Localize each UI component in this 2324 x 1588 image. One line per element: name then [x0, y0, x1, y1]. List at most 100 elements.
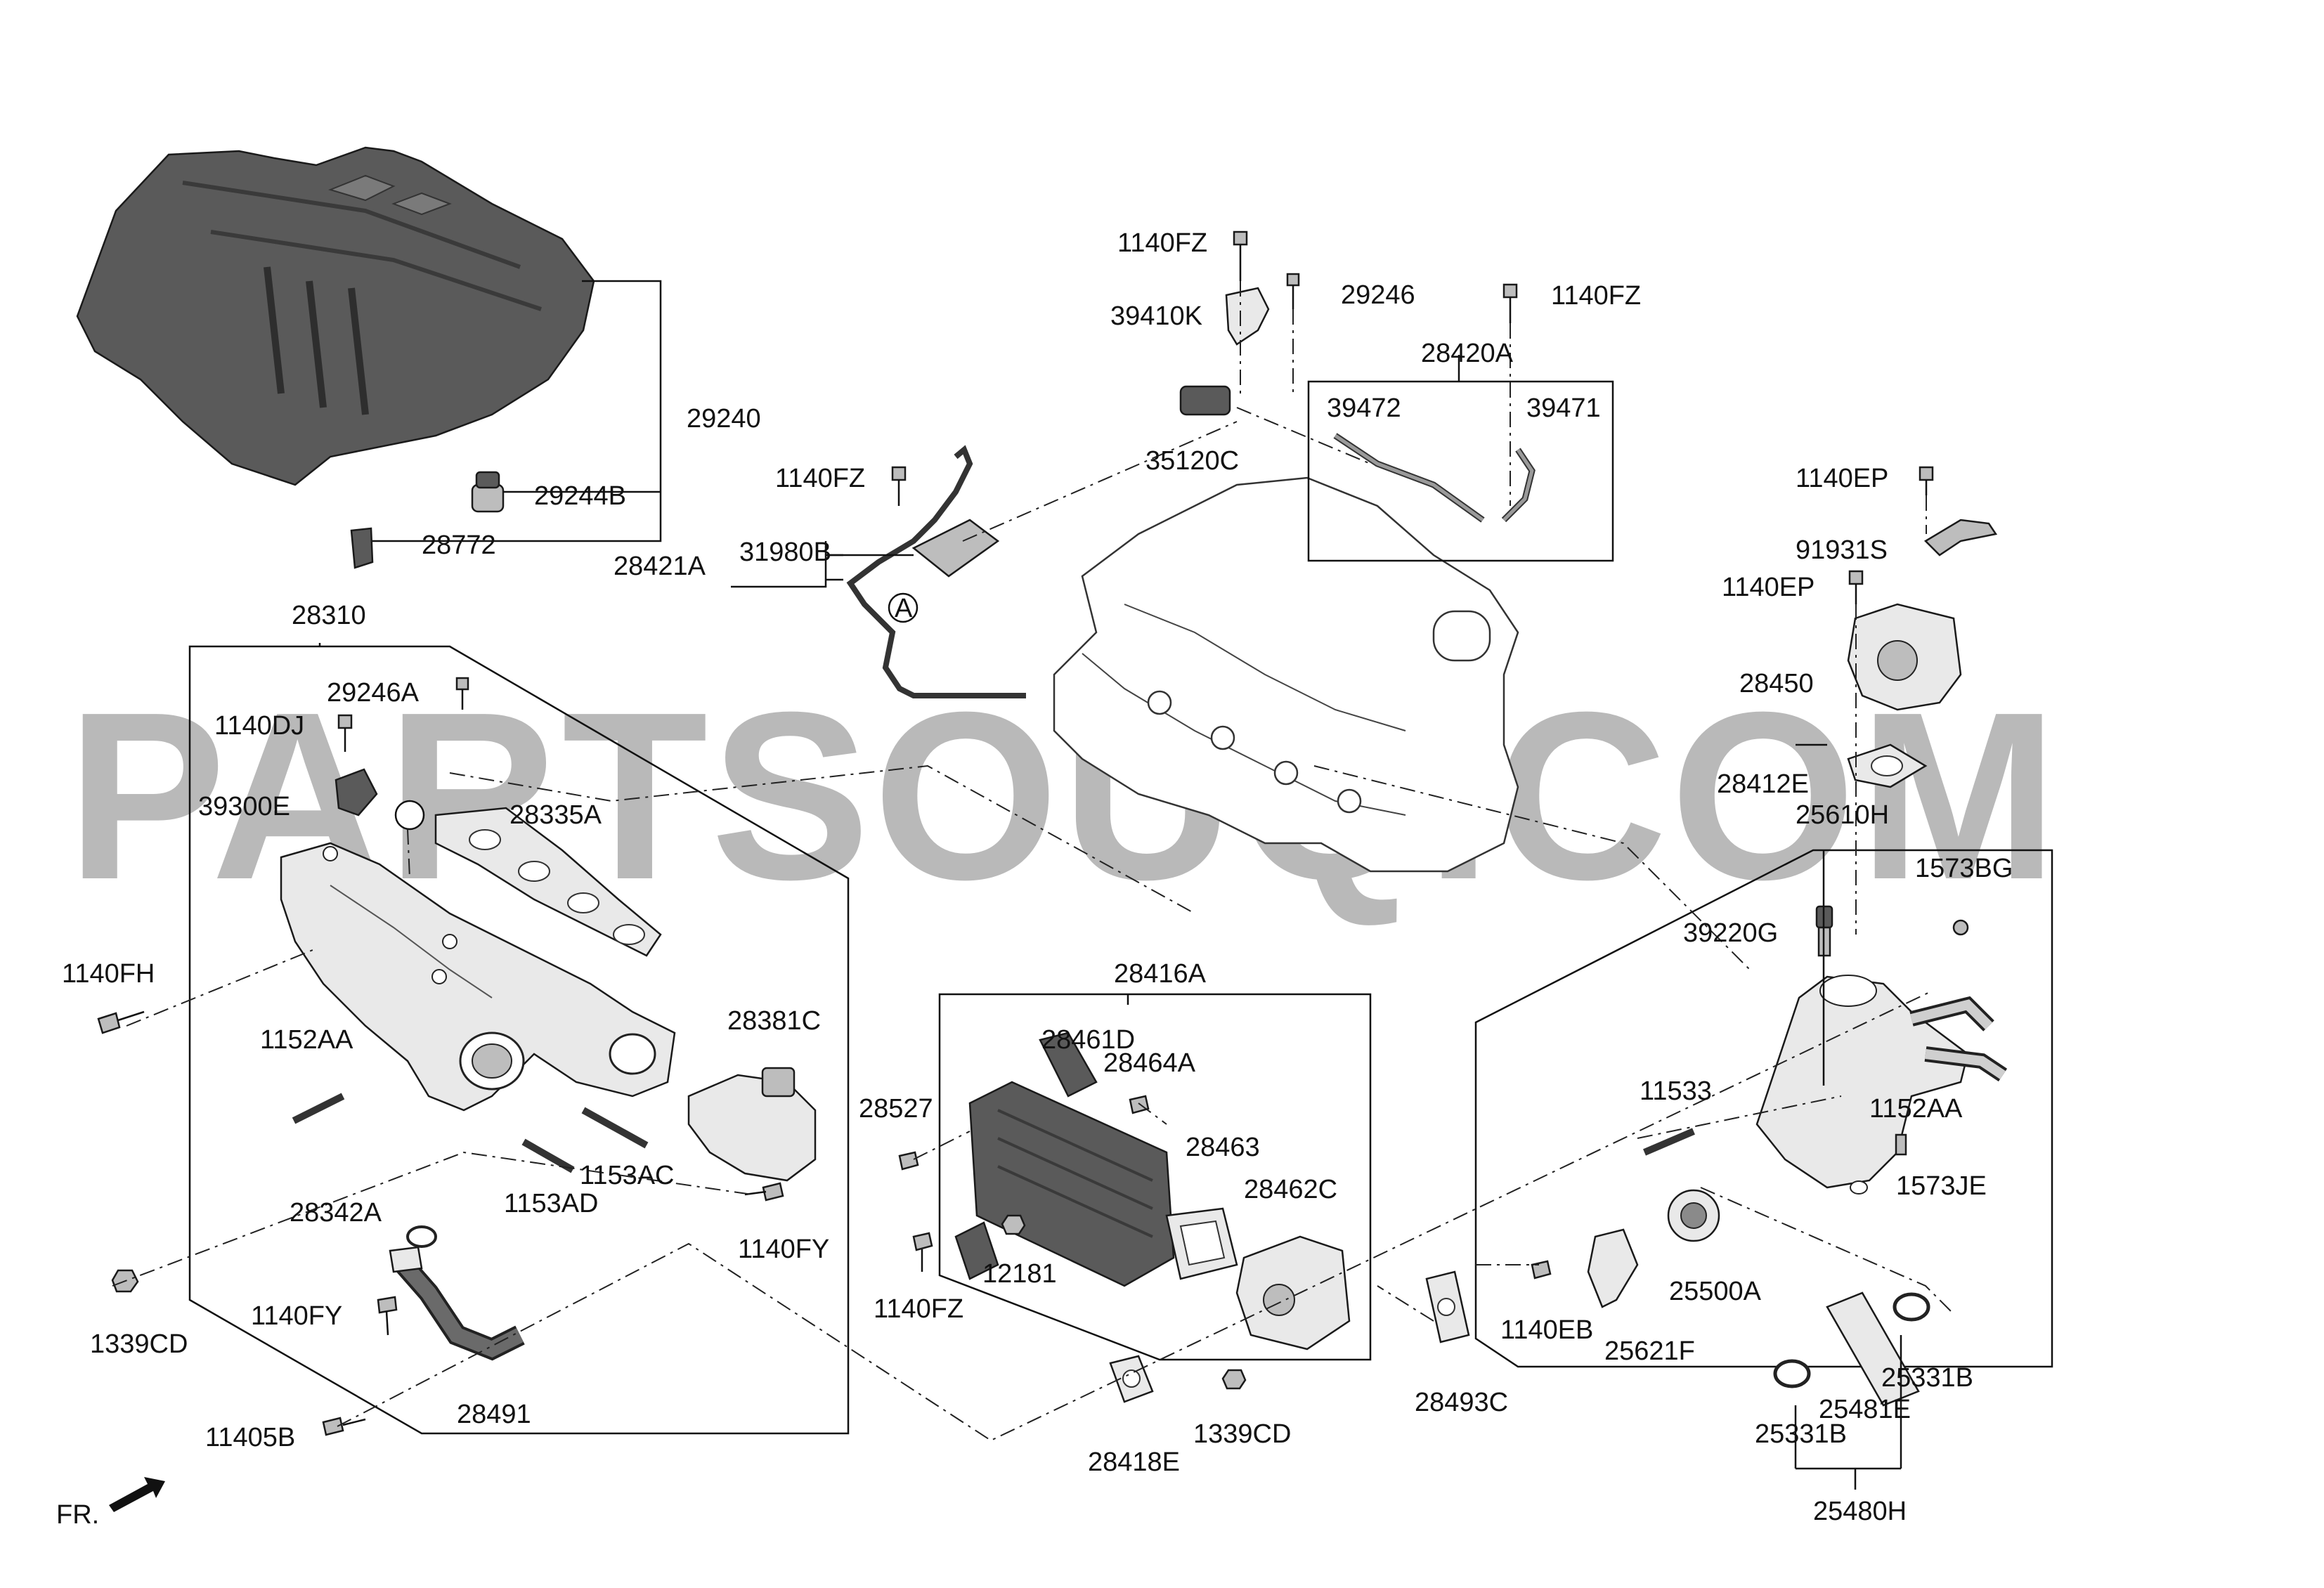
- label-35120C: 35120C: [1145, 446, 1239, 476]
- plug-1573JE-part: [1850, 1180, 1868, 1195]
- label-1140FY-left: 1140FY: [251, 1301, 342, 1331]
- label-1140EP-top: 1140EP: [1796, 464, 1888, 493]
- label-29244B: 29244B: [534, 481, 626, 511]
- label-28461D: 28461D: [1041, 1025, 1135, 1055]
- label-28381C: 28381C: [727, 1006, 821, 1036]
- throttle-28450-part: [1847, 603, 1962, 711]
- label-39300E: 39300E: [198, 792, 290, 821]
- gasket-28493C-part: [1425, 1270, 1470, 1343]
- label-28527: 28527: [859, 1094, 933, 1124]
- thermostat-25500A-part: [1667, 1189, 1720, 1242]
- label-1152AA-right: 1152AA: [1869, 1094, 1963, 1124]
- egr-valve-28462C-part: [1235, 1235, 1351, 1351]
- leader-groups: [1127, 355, 1460, 1005]
- label-28416A: 28416A: [1114, 959, 1207, 989]
- actuator-28381C-part: [687, 1067, 817, 1182]
- nut-12181-part: [1001, 1214, 1026, 1235]
- label-28420A: 28420A: [1421, 339, 1514, 368]
- label-12181: 12181: [982, 1259, 1057, 1289]
- pipe-28491-part: [389, 1246, 525, 1361]
- pipe-39472-part: [1333, 433, 1485, 523]
- label-28464A: 28464A: [1103, 1048, 1196, 1078]
- label-28412E: 28412E: [1717, 769, 1809, 799]
- bolt-1140FH-part: [97, 1010, 145, 1034]
- label-28342A: 28342A: [290, 1198, 382, 1228]
- label-25610H: 25610H: [1796, 800, 1889, 830]
- label-1153AD: 1153AD: [504, 1189, 599, 1218]
- bolt-1140DJ-part: [337, 714, 353, 752]
- label-1153AC: 1153AC: [580, 1161, 675, 1190]
- bolt-1140FZ-top: [1233, 230, 1248, 281]
- egr-cooler-part: [954, 1031, 1175, 1287]
- label-28493C: 28493C: [1415, 1388, 1508, 1417]
- cylinder-head-part: [1053, 476, 1519, 873]
- bolt-29246A-part: [455, 677, 469, 710]
- leader-25480H: [1794, 1335, 1902, 1490]
- label-28463: 28463: [1186, 1133, 1260, 1162]
- label-39471: 39471: [1526, 393, 1601, 423]
- label-11405B: 11405B: [205, 1423, 295, 1452]
- bolt-1140FY-left: [377, 1296, 398, 1336]
- label-31980B: 31980B: [739, 538, 831, 567]
- label-28421A: 28421A: [614, 552, 706, 581]
- bracket-39410K-part: [1225, 287, 1270, 346]
- label-29246: 29246: [1341, 280, 1415, 310]
- label-front-direction: FR.: [56, 1500, 99, 1530]
- plug-1573BG-part: [1952, 919, 1969, 936]
- label-1339CD-right: 1339CD: [1193, 1419, 1291, 1449]
- group-25610H-box: [1474, 849, 2053, 1368]
- label-1140FH: 1140FH: [62, 959, 155, 989]
- pin-1153AD-part: [521, 1138, 575, 1173]
- pin-1152AA-right: [1895, 1133, 1907, 1156]
- hose-25481E-part: [1826, 1291, 1920, 1407]
- front-direction-arrow-icon: [109, 1477, 165, 1512]
- bolt-11405B-part: [322, 1417, 366, 1436]
- nut-1339CD-right: [1221, 1369, 1247, 1390]
- bolt-28527-part: [898, 1151, 919, 1171]
- clamp-25331B-lower: [1773, 1359, 1811, 1388]
- label-1140FZ-left: 1140FZ: [775, 464, 865, 493]
- group-28310-box: [188, 645, 850, 1435]
- label-1140FZ-bottom: 1140FZ: [874, 1294, 963, 1324]
- label-29246A: 29246A: [327, 678, 420, 708]
- callout-marker-circle-2: [394, 800, 425, 831]
- sensor-35120C-part: [1179, 385, 1231, 416]
- label-39220G: 39220G: [1683, 918, 1778, 948]
- label-1140DJ: 1140DJ: [214, 711, 304, 741]
- alignment-lines: [112, 281, 1954, 1442]
- tube-31980B-part: [846, 445, 1026, 698]
- label-1573JE: 1573JE: [1896, 1171, 1987, 1201]
- leader-25610H: [1796, 743, 1827, 1086]
- group-28420A-box: [1307, 380, 1614, 562]
- pin-1153AC-part: [581, 1107, 649, 1149]
- label-1140EP-mid: 1140EP: [1722, 573, 1815, 602]
- label-1339CD-left: 1339CD: [90, 1329, 188, 1359]
- callout-marker-circle: [888, 592, 918, 623]
- housing-25621F-part: [1587, 1228, 1639, 1308]
- label-25331B-left: 25331B: [1755, 1419, 1847, 1449]
- label-29240: 29240: [687, 404, 761, 434]
- group-28416A-box: [938, 993, 1372, 1361]
- label-28310: 28310: [292, 601, 366, 630]
- cover-grommet-part: [471, 471, 505, 513]
- sensor-39300E-part: [335, 768, 378, 816]
- bolt-29246-part: [1286, 273, 1300, 309]
- label-1573BG: 1573BG: [1915, 854, 2013, 883]
- bolt-1140FZ-left: [891, 466, 907, 506]
- label-1140FY-right: 1140FY: [738, 1235, 829, 1264]
- label-25621F: 25621F: [1604, 1336, 1695, 1366]
- bolt-1140FZ-right: [1502, 283, 1518, 323]
- bolt-1140EP-mid: [1848, 570, 1864, 604]
- callout-marker-label: A: [895, 594, 913, 623]
- gasket-28418E-part: [1109, 1355, 1154, 1403]
- pipe-39471-part: [1501, 448, 1536, 523]
- gasket-28463-part: [1165, 1207, 1238, 1280]
- label-28772: 28772: [422, 531, 496, 560]
- label-91931S: 91931S: [1796, 535, 1888, 565]
- intake-manifold-part: [280, 842, 676, 1112]
- label-28450: 28450: [1739, 669, 1814, 698]
- engine-cover-part: [76, 146, 595, 486]
- pin-11533-part: [1643, 1128, 1695, 1156]
- gasket-28412E-part: [1847, 743, 1928, 788]
